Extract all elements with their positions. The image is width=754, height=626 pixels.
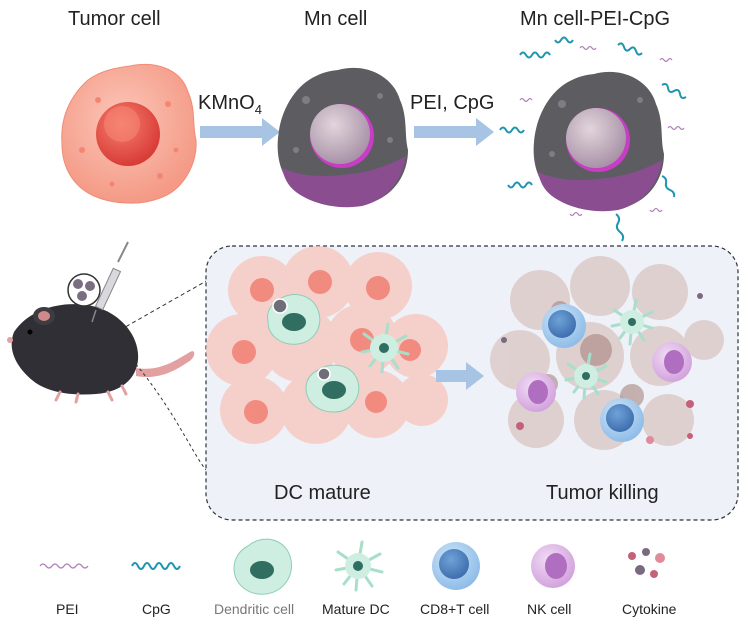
legend-label-cytokine: Cytokine [622, 601, 677, 617]
mn-cell-pei-cpg-illustration [499, 36, 687, 242]
mn-cell-illustration [277, 67, 408, 208]
label-tumor-cell: Tumor cell [68, 8, 161, 30]
label-dc-mature: DC mature [274, 482, 371, 504]
mouse-illustration [7, 304, 195, 404]
legend-label-cpg: CpG [142, 601, 171, 617]
label-mn-cell-pei-cpg: Mn cell-PEI-CpG [520, 8, 671, 30]
tumor-cell-illustration [61, 64, 197, 204]
arrow-pei-cpg [414, 118, 494, 146]
syringe-icon [91, 241, 129, 323]
injected-cells-icon [67, 273, 101, 307]
legend-nk-icon [531, 544, 575, 588]
legend-dendritic-icon [233, 538, 292, 595]
legend-pei-icon [39, 563, 89, 569]
legend-cd8-icon [432, 542, 480, 590]
legend-mature-dc-icon [334, 540, 384, 592]
panel-arrow [436, 362, 484, 390]
legend-label-dendritic: Dendritic cell [214, 601, 295, 617]
label-kmno4: KMnO4 [198, 92, 262, 117]
legend-label-pei: PEI [56, 601, 79, 617]
label-mn-cell: Mn cell [304, 8, 368, 30]
tumor-killing-cluster [490, 256, 724, 450]
connector-lower [119, 345, 207, 471]
legend-cytokine-icon [628, 548, 665, 578]
connector-upper [119, 279, 209, 331]
label-pei-cpg-arrow: PEI, CpG [410, 92, 495, 114]
legend-cpg-icon [131, 562, 181, 570]
label-tumor-killing: Tumor killing [546, 482, 659, 504]
arrow-kmno4 [200, 118, 280, 146]
legend-label-cd8: CD8+T cell [420, 601, 490, 617]
dc-mature-cluster [206, 246, 448, 444]
legend-label-nk: NK cell [527, 601, 572, 617]
legend-label-mature-dc: Mature DC [322, 601, 390, 617]
